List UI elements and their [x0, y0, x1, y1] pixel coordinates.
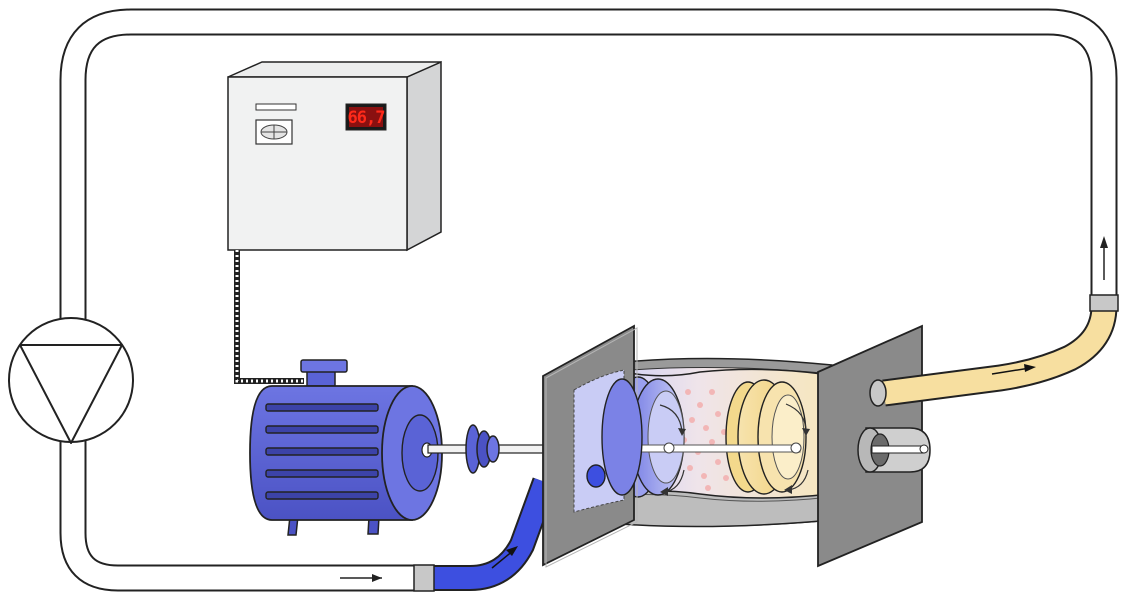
- flow-arrow-icon: [1100, 236, 1108, 280]
- pump-symbol-icon: [8, 317, 134, 444]
- inlet-hose: [413, 477, 558, 592]
- display-value: 66,7: [348, 108, 385, 128]
- control-cable: [234, 250, 304, 384]
- control-box: 66,7: [227, 60, 442, 252]
- yellow-rotor: [725, 379, 807, 495]
- temperature-display: 66,7: [345, 103, 387, 131]
- outlet-hose: [869, 294, 1119, 407]
- electric-motor: [249, 359, 443, 536]
- circulation-pipe: [59, 8, 1118, 592]
- selector-switch-icon: [255, 119, 293, 145]
- shaft-coupling: [465, 424, 500, 474]
- bearing: [857, 427, 931, 473]
- flow-arrow-icon: [340, 574, 382, 582]
